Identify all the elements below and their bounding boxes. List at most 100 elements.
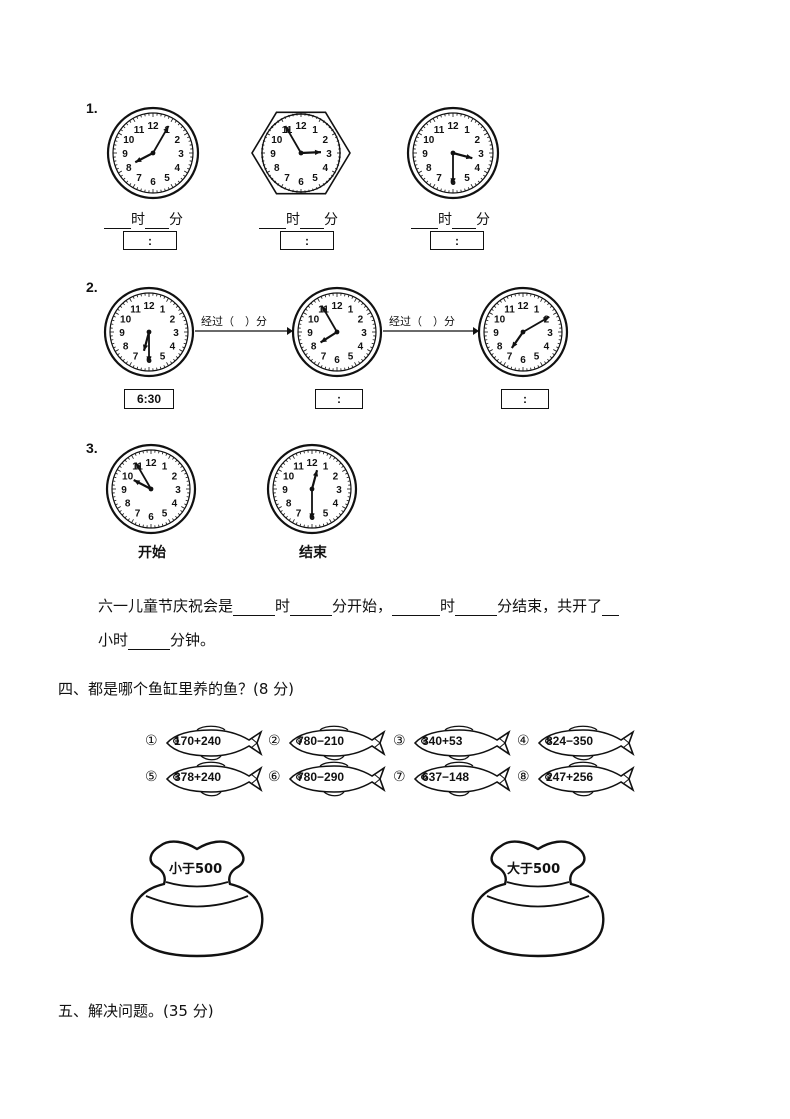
- clock-numeral: 5: [164, 173, 170, 184]
- start-hour-blank[interactable]: [233, 615, 276, 616]
- clock-numeral: 1: [534, 305, 540, 316]
- clock-face: 123456789101112: [105, 443, 197, 535]
- duration-minute-blank[interactable]: [128, 649, 171, 650]
- fish-icon: [537, 725, 635, 761]
- fish-bowl-icon: [130, 840, 264, 958]
- fish-icon: [165, 761, 263, 797]
- fish-expression: 780−290: [297, 770, 345, 784]
- question-1-number: 1.: [86, 100, 98, 116]
- end-hour-blank[interactable]: [392, 615, 441, 616]
- clock-numeral: 12: [143, 301, 155, 312]
- elapsed-minutes-label: 经过（ ）分: [389, 315, 455, 328]
- clock-numeral: 4: [174, 163, 180, 174]
- digital-time-box[interactable]: :: [501, 389, 549, 409]
- clock-numeral: 7: [136, 173, 142, 184]
- fish-number: ⑧: [517, 769, 530, 785]
- bowl-greater-than-label: 大于500: [507, 862, 561, 877]
- clock-numeral: 3: [336, 485, 342, 496]
- digital-time-box[interactable]: :: [315, 389, 363, 409]
- digital-time-box: 6:30: [124, 389, 174, 409]
- clock-numeral: 10: [283, 472, 295, 483]
- clock-numeral: 8: [123, 342, 129, 353]
- clock-numeral: 8: [497, 342, 503, 353]
- clock-numeral: 6: [334, 355, 340, 366]
- clock-numeral: 12: [295, 121, 307, 132]
- question-3-number: 3.: [86, 440, 98, 456]
- time-fill-blank: 时分: [104, 209, 183, 229]
- hour-blank[interactable]: [104, 228, 131, 229]
- minute-blank[interactable]: [145, 228, 169, 229]
- clock-numeral: 2: [358, 315, 364, 326]
- clock-numeral: 7: [321, 351, 327, 362]
- clock-numeral: 9: [282, 485, 288, 496]
- hour-unit-label: 时: [438, 212, 452, 228]
- clock-numeral: 7: [296, 508, 302, 519]
- minute-unit-label: 分: [169, 212, 183, 228]
- end-minute-blank[interactable]: [455, 615, 498, 616]
- clock-numeral: 11: [504, 305, 515, 316]
- fish-number: ⑥: [268, 769, 281, 785]
- clock-numeral: 2: [174, 135, 180, 146]
- fish-icon: [288, 725, 386, 761]
- fish-expression: 780−210: [297, 734, 345, 748]
- clock-face: 123456789101112: [266, 443, 358, 535]
- clock-face: 123456789101112: [291, 286, 383, 378]
- clock-numeral: 5: [312, 173, 318, 184]
- fish-icon: [537, 761, 635, 797]
- clock-numeral: 9: [121, 485, 127, 496]
- clock-numeral: 3: [361, 328, 367, 339]
- digital-time-box[interactable]: :: [430, 231, 484, 250]
- duration-hour-blank[interactable]: [602, 615, 620, 616]
- clock-numeral: 3: [326, 149, 332, 160]
- clock-numeral: 10: [308, 315, 320, 326]
- clock-numeral: 8: [125, 499, 131, 510]
- clock-numeral: 8: [274, 163, 280, 174]
- sentence-text: 分结束，共开了: [497, 597, 603, 615]
- clock-numeral: 11: [134, 125, 145, 136]
- clock-numeral: 8: [126, 163, 132, 174]
- minute-blank[interactable]: [452, 228, 476, 229]
- elapsed-arrow: [383, 327, 479, 335]
- minute-blank[interactable]: [300, 228, 324, 229]
- fish-icon: [288, 761, 386, 797]
- clock-face: 123456789101112: [103, 286, 195, 378]
- clock-numeral: 6: [150, 177, 156, 188]
- clock-numeral: 4: [322, 163, 328, 174]
- clock-numeral: 6: [520, 355, 526, 366]
- clock-numeral: 2: [170, 315, 176, 326]
- clock-face: 123456789101112: [251, 111, 351, 195]
- question-2-number: 2.: [86, 279, 98, 295]
- fish-icon: [165, 725, 263, 761]
- sentence-text: 时: [275, 597, 291, 615]
- hour-blank[interactable]: [259, 228, 286, 229]
- time-fill-blank: 时分: [259, 209, 338, 229]
- clock-numeral: 6: [298, 177, 304, 188]
- bowl-less-than-label: 小于500: [169, 862, 223, 877]
- clock-numeral: 7: [133, 351, 139, 362]
- clock-numeral: 3: [547, 328, 553, 339]
- fish-number: ⑤: [145, 769, 158, 785]
- clock-numeral: 9: [119, 328, 125, 339]
- fish-number: ④: [517, 733, 530, 749]
- sentence-text: 六一儿童节庆祝会是: [98, 597, 234, 615]
- fish-icon: [413, 761, 511, 797]
- clock-numeral: 12: [447, 121, 459, 132]
- clock-numeral: 7: [284, 173, 290, 184]
- clock-numeral: 12: [145, 458, 157, 469]
- clock-numeral: 10: [271, 135, 283, 146]
- hour-blank[interactable]: [411, 228, 438, 229]
- digital-time-box[interactable]: :: [280, 231, 334, 250]
- fish-expression: 637−148: [422, 770, 470, 784]
- end-caption: 结束: [299, 545, 327, 561]
- clock-numeral: 8: [426, 163, 432, 174]
- start-minute-blank[interactable]: [290, 615, 333, 616]
- sentence-text: 分钟。: [170, 631, 216, 649]
- fish-expression: 170+240: [174, 734, 222, 748]
- clock-numeral: 7: [135, 508, 141, 519]
- clock-numeral: 5: [162, 508, 168, 519]
- celebration-sentence-line-2: 小时 分钟。: [98, 629, 215, 650]
- digital-time-box[interactable]: :: [123, 231, 177, 250]
- fish-bowl-icon: [471, 840, 605, 958]
- clock-numeral: 3: [178, 149, 184, 160]
- sentence-text: 小时: [98, 631, 129, 649]
